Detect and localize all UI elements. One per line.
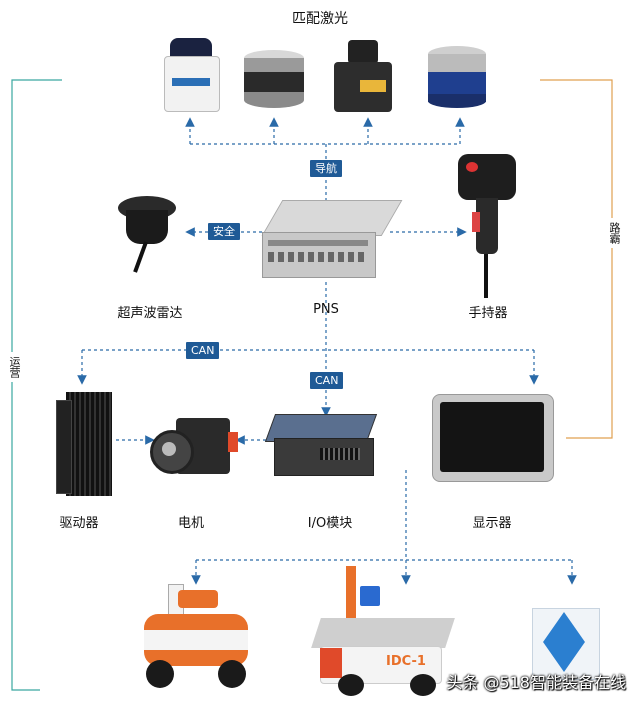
watermark: 头条 @518智能装备在线 — [446, 673, 626, 692]
pns-controller-image — [261, 200, 403, 282]
robot-image-3-logo — [532, 608, 600, 680]
navigation-tag: 导航 — [310, 160, 342, 177]
lidar-sensor-1 — [164, 38, 220, 112]
left-frame-line — [11, 79, 62, 691]
can-tag-top: CAN — [186, 342, 220, 359]
lidar-sensor-3 — [334, 40, 392, 112]
handheld-label: 手持器 — [468, 306, 508, 321]
diagram-title: 匹配激光 — [292, 11, 348, 27]
left-side-tag: 运营 — [3, 352, 21, 382]
can-tag-middle: CAN — [310, 372, 344, 389]
robot-image-1 — [138, 584, 254, 696]
safety-tag: 安全 — [208, 223, 240, 240]
ultrasonic-label: 超声波雷达 — [117, 306, 183, 321]
right-frame-line — [540, 79, 613, 439]
pns-label: PNS — [313, 302, 339, 317]
display-label: 显示器 — [472, 516, 512, 531]
robot-image-2: IDC-1 — [311, 566, 455, 696]
io-module-image — [264, 414, 378, 478]
right-side-tag: 路霸 — [603, 218, 621, 248]
driver-image — [56, 392, 112, 496]
motor-image — [150, 414, 240, 484]
io-module-label: I/O模块 — [307, 516, 353, 531]
robot-model-label: IDC-1 — [386, 654, 426, 669]
lidar-sensor-2 — [244, 50, 304, 110]
ultrasonic-radar-image — [118, 196, 176, 276]
handheld-pendant-image — [458, 154, 518, 298]
motor-label: 电机 — [177, 516, 204, 531]
driver-label: 驱动器 — [59, 516, 99, 531]
lidar-sensor-4 — [428, 46, 486, 110]
display-image — [432, 394, 554, 482]
